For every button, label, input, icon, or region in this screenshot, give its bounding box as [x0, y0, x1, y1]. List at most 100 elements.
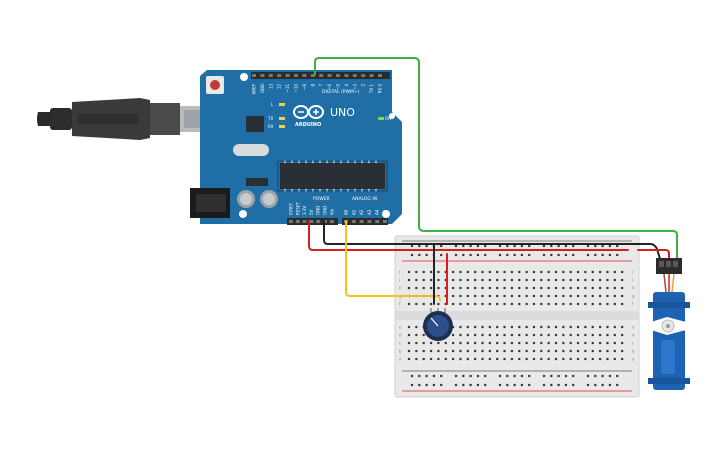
breadboard-hole[interactable] — [569, 302, 572, 306]
breadboard-hole[interactable] — [498, 383, 502, 387]
breadboard-hole[interactable] — [459, 302, 462, 306]
breadboard-hole[interactable] — [528, 383, 531, 387]
breadboard-hole[interactable] — [525, 349, 528, 353]
breadboard-hole[interactable] — [540, 278, 543, 282]
breadboard-hole[interactable] — [418, 374, 421, 378]
breadboard-hole[interactable] — [454, 383, 458, 387]
breadboard-hole[interactable] — [415, 341, 418, 345]
digital-pin-holes[interactable] — [252, 74, 382, 77]
breadboard-hole[interactable] — [520, 244, 523, 248]
breadboard-hole[interactable] — [466, 357, 469, 361]
breadboard-hole[interactable] — [591, 341, 594, 345]
breadboard-hole[interactable] — [599, 349, 602, 353]
breadboard-hole[interactable] — [466, 333, 469, 337]
breadboard-hole[interactable] — [488, 286, 491, 290]
breadboard-hole[interactable] — [488, 302, 491, 306]
breadboard-hole[interactable] — [621, 357, 624, 361]
breadboard-hole[interactable] — [591, 278, 594, 282]
breadboard-hole[interactable] — [506, 383, 509, 387]
breadboard-hole[interactable] — [481, 270, 484, 274]
digital-pin-hole[interactable] — [285, 74, 290, 77]
breadboard-hole[interactable] — [554, 341, 558, 345]
breadboard-hole[interactable] — [606, 302, 609, 306]
breadboard-hole[interactable] — [569, 270, 572, 274]
breadboard-hole[interactable] — [621, 325, 624, 329]
breadboard-hole[interactable] — [459, 333, 462, 337]
breadboard-hole[interactable] — [525, 270, 528, 274]
breadboard-hole[interactable] — [542, 253, 546, 257]
breadboard-hole[interactable] — [532, 333, 536, 337]
breadboard-hole[interactable] — [407, 357, 411, 361]
breadboard-hole[interactable] — [584, 325, 587, 329]
breadboard-hole[interactable] — [562, 333, 565, 337]
breadboard-hole[interactable] — [429, 302, 433, 306]
breadboard-hole[interactable] — [591, 270, 594, 274]
breadboard-hole[interactable] — [584, 349, 587, 353]
servo-power-wire-red[interactable] — [637, 249, 670, 260]
breadboard-hole[interactable] — [562, 278, 565, 282]
breadboard-hole[interactable] — [518, 357, 521, 361]
breadboard-hole[interactable] — [474, 294, 477, 298]
power-pin-hole[interactable] — [295, 220, 300, 223]
breadboard-hole[interactable] — [599, 278, 602, 282]
breadboard-hole[interactable] — [459, 349, 462, 353]
breadboard-hole[interactable] — [606, 349, 609, 353]
breadboard-hole[interactable] — [584, 286, 587, 290]
breadboard-hole[interactable] — [542, 244, 546, 248]
breadboard-hole[interactable] — [429, 270, 433, 274]
breadboard-hole[interactable] — [613, 302, 616, 306]
breadboard-hole[interactable] — [474, 325, 477, 329]
breadboard-hole[interactable] — [613, 333, 616, 337]
breadboard-hole[interactable] — [418, 383, 421, 387]
breadboard-hole[interactable] — [466, 278, 469, 282]
breadboard-hole[interactable] — [407, 341, 411, 345]
breadboard-hole[interactable] — [562, 325, 565, 329]
breadboard-hole[interactable] — [572, 244, 575, 248]
breadboard-hole[interactable] — [576, 333, 580, 337]
breadboard-hole[interactable] — [496, 302, 499, 306]
digital-pin-hole[interactable] — [268, 74, 273, 77]
breadboard-hole[interactable] — [599, 270, 602, 274]
breadboard-hole[interactable] — [540, 286, 543, 290]
breadboard-hole[interactable] — [532, 286, 536, 290]
digital-pin-hole[interactable] — [336, 74, 340, 77]
digital-pin-hole[interactable] — [310, 74, 315, 77]
breadboard-hole[interactable] — [466, 270, 469, 274]
breadboard-hole[interactable] — [554, 286, 558, 290]
breadboard-hole[interactable] — [540, 325, 543, 329]
breadboard-hole[interactable] — [532, 270, 536, 274]
breadboard-hole[interactable] — [469, 374, 472, 378]
breadboard-hole[interactable] — [562, 357, 565, 361]
breadboard-hole[interactable] — [466, 294, 469, 298]
breadboard-hole[interactable] — [562, 270, 565, 274]
breadboard-hole[interactable] — [591, 357, 594, 361]
breadboard-hole[interactable] — [594, 253, 597, 257]
breadboard-hole[interactable] — [488, 349, 491, 353]
breadboard-hole[interactable] — [496, 357, 499, 361]
breadboard-hole[interactable] — [554, 294, 558, 298]
breadboard-hole[interactable] — [586, 374, 590, 378]
breadboard-hole[interactable] — [469, 253, 472, 257]
breadboard-hole[interactable] — [410, 383, 414, 387]
breadboard-hole[interactable] — [452, 286, 455, 290]
breadboard-hole[interactable] — [481, 286, 484, 290]
breadboard-hole[interactable] — [540, 349, 543, 353]
breadboard-hole[interactable] — [481, 341, 484, 345]
breadboard-hole[interactable] — [437, 341, 440, 345]
breadboard-hole[interactable] — [547, 357, 550, 361]
breadboard-hole[interactable] — [554, 357, 558, 361]
breadboard-hole[interactable] — [554, 349, 558, 353]
breadboard-hole[interactable] — [407, 325, 411, 329]
breadboard-hole[interactable] — [532, 341, 536, 345]
breadboard-hole[interactable] — [572, 383, 575, 387]
breadboard-hole[interactable] — [613, 278, 616, 282]
breadboard-hole[interactable] — [466, 341, 469, 345]
breadboard-hole[interactable] — [606, 325, 609, 329]
breadboard-hole[interactable] — [599, 302, 602, 306]
breadboard-hole[interactable] — [518, 325, 521, 329]
breadboard-hole[interactable] — [429, 341, 433, 345]
breadboard-hole[interactable] — [576, 294, 580, 298]
breadboard-hole[interactable] — [444, 286, 447, 290]
breadboard-hole[interactable] — [474, 278, 477, 282]
breadboard-hole[interactable] — [586, 244, 590, 248]
